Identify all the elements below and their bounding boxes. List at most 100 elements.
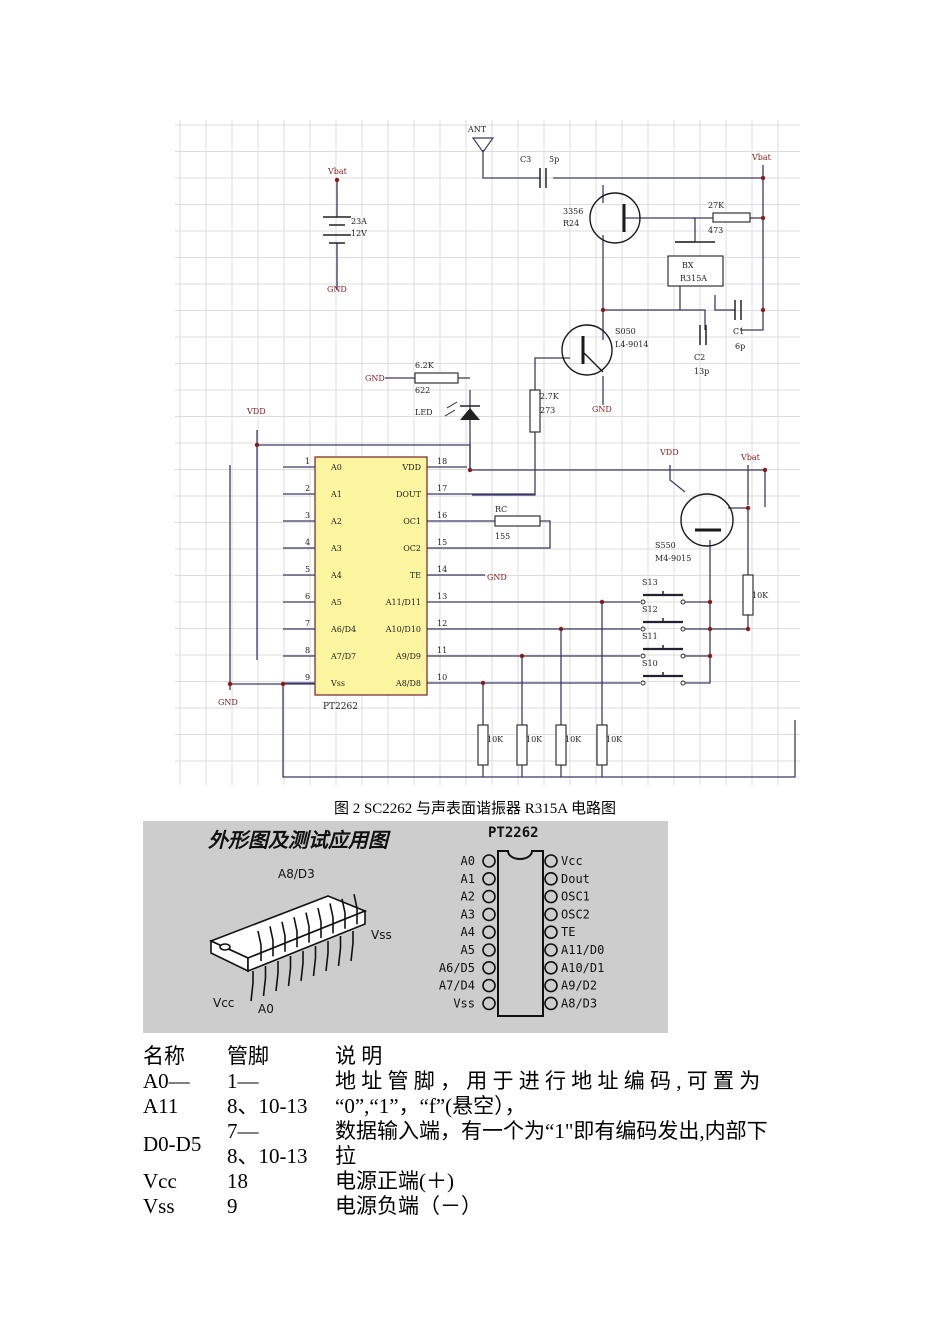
chip-pin-number: 13 [437, 592, 447, 601]
dip-package-3d [208, 894, 368, 1002]
pinout-pin-label: Vcc [561, 854, 583, 868]
row-desc: 电源负端（－） [335, 1194, 482, 1218]
chip-pin-number: 1 [305, 457, 310, 466]
component-labels: ANT Vbat Vbat Vbat VDD VDD GND GND GND G… [218, 125, 772, 744]
pinout-pin-label: A2 [461, 890, 475, 904]
chip-pin-name: VDD [401, 463, 421, 472]
label-s11: S11 [642, 632, 658, 641]
chip-pin-name: A0 [330, 463, 342, 472]
table-row: A0—A11 1—8、10-13 地 址 管 脚 ， 用 于 进 行 地 址 编… [143, 1069, 823, 1119]
pinout-pin-label: A8/D3 [561, 996, 597, 1010]
capacitor-symbols [323, 168, 742, 345]
label-r27k2-code: 273 [540, 406, 555, 415]
label-bx-1: BX [682, 261, 694, 270]
figure-caption: 图 2 SC2262 与声表面谐振器 R315A 电路图 [333, 801, 617, 817]
chip-pin-number: 4 [305, 538, 310, 547]
label-c3-val: 5p [549, 155, 559, 164]
chip-pin-number: 3 [305, 511, 310, 520]
row-pin-line1: 1— [227, 1069, 259, 1093]
pinout-pin-label: Vss [453, 996, 475, 1010]
chip-pin-number: 11 [437, 646, 447, 655]
label-rc: RC [495, 505, 507, 514]
row-desc: 电源正端(＋) [335, 1169, 454, 1193]
row-name: Vcc [143, 1169, 177, 1193]
label-r10k-4: 10K [565, 735, 582, 744]
row-name: D0-D5 [143, 1131, 202, 1156]
row-desc-line1: 数据输入端，有一个为“1"即有编码发出,内部下 [335, 1119, 768, 1143]
chip-pin-number: 16 [437, 511, 447, 520]
table-header-row: 名称 管脚 说 明 [143, 1044, 823, 1069]
row-name-line1: A0— [143, 1069, 190, 1093]
pinout-pin-label: A7/D4 [439, 979, 475, 993]
package-label-vss: Vss [371, 928, 392, 942]
row-name: Vss [143, 1194, 175, 1218]
table-row: D0-D5 7—8、10-13 数据输入端，有一个为“1"即有编码发出,内部下拉 [143, 1119, 823, 1169]
row-pin-line2: 8、10-13 [227, 1144, 308, 1168]
label-q3-1: S550 [655, 541, 676, 550]
label-bx-2: R315A [680, 274, 707, 283]
chip-pin-name: A6/D4 [330, 625, 356, 634]
label-led: LED [415, 408, 433, 417]
label-q3-2: M4-9015 [655, 554, 691, 563]
label-vbat-1: Vbat [751, 153, 772, 162]
pinout-pin-label: Dout [561, 872, 590, 886]
label-gnd-1: GND [327, 285, 347, 294]
label-gnd-4: GND [487, 573, 507, 582]
pinout-pin-label: A4 [461, 925, 475, 939]
pinout-pin-label: A9/D2 [561, 979, 597, 993]
row-pin-line1: 7— [227, 1119, 259, 1143]
label-r27k: 27K [708, 201, 725, 210]
label-vdd-2: VDD [659, 448, 679, 457]
led-symbol [444, 401, 480, 420]
label-r10k-1: 10K [752, 591, 769, 600]
chip-pin-number: 10 [437, 673, 447, 682]
pinout-outline [497, 850, 544, 1017]
pinout-pin-label: A6/D5 [439, 961, 475, 975]
label-chip-name: PT2262 [323, 702, 358, 712]
pinout-pin-label: A5 [461, 943, 475, 957]
chip-pin-name: A7/D7 [330, 652, 356, 661]
chip-pin-name: DOUT [396, 490, 422, 499]
chip-pin-number: 5 [305, 565, 310, 574]
chip-pin-number: 8 [305, 646, 310, 655]
label-r62k: 6.2K [415, 361, 435, 370]
chip-pin-number: 18 [437, 457, 447, 466]
circuit-wires [229, 150, 796, 778]
label-r10k-5: 10K [606, 735, 623, 744]
package-chip-name: PT2262 [488, 825, 539, 841]
row-desc-line2: “0”,“1”，“f”(悬空）， [335, 1094, 526, 1118]
chip-pin-number: 2 [305, 484, 310, 493]
label-gnd-3: GND [592, 405, 612, 414]
row-desc-line1: 地 址 管 脚 ， 用 于 进 行 地 址 编 码 , 可 置 为 [335, 1069, 761, 1093]
chip-pin-number: 6 [305, 592, 310, 601]
label-vbat-3: Vbat [740, 453, 761, 462]
chip-pin-number: 7 [305, 619, 310, 628]
header-pin: 管脚 [227, 1044, 269, 1068]
chip-pin-name: A4 [330, 571, 342, 580]
label-vbat-2: Vbat [327, 167, 348, 176]
pinout-pin-label: A1 [461, 872, 475, 886]
pinout-pin-label: A3 [461, 907, 475, 921]
label-vdd-1: VDD [246, 407, 266, 416]
transistor-symbols [561, 192, 734, 547]
chip-pin-name: A9/D9 [395, 652, 421, 661]
row-pin: 9 [227, 1194, 238, 1218]
chip-pin-name: OC1 [403, 517, 421, 526]
chip-body [314, 456, 428, 696]
label-c3: C3 [520, 155, 531, 164]
switch-symbols [640, 591, 686, 686]
row-desc-line2: 拉 [335, 1144, 356, 1168]
pinout-pin-label: OSC1 [561, 890, 590, 904]
label-r27k-code: 473 [708, 226, 723, 235]
header-name: 名称 [143, 1044, 185, 1068]
chip-pin-name: A1 [330, 490, 342, 499]
package-label-a8d3: A8/D3 [278, 867, 315, 881]
label-q2-1: S050 [615, 327, 636, 336]
label-c1: C1 [733, 327, 744, 336]
chip-pin-number: 14 [437, 565, 447, 574]
chip-pin-name: A5 [330, 598, 342, 607]
saw-resonator-symbol [667, 255, 724, 287]
package-title: 外形图及测试应用图 [207, 828, 391, 852]
